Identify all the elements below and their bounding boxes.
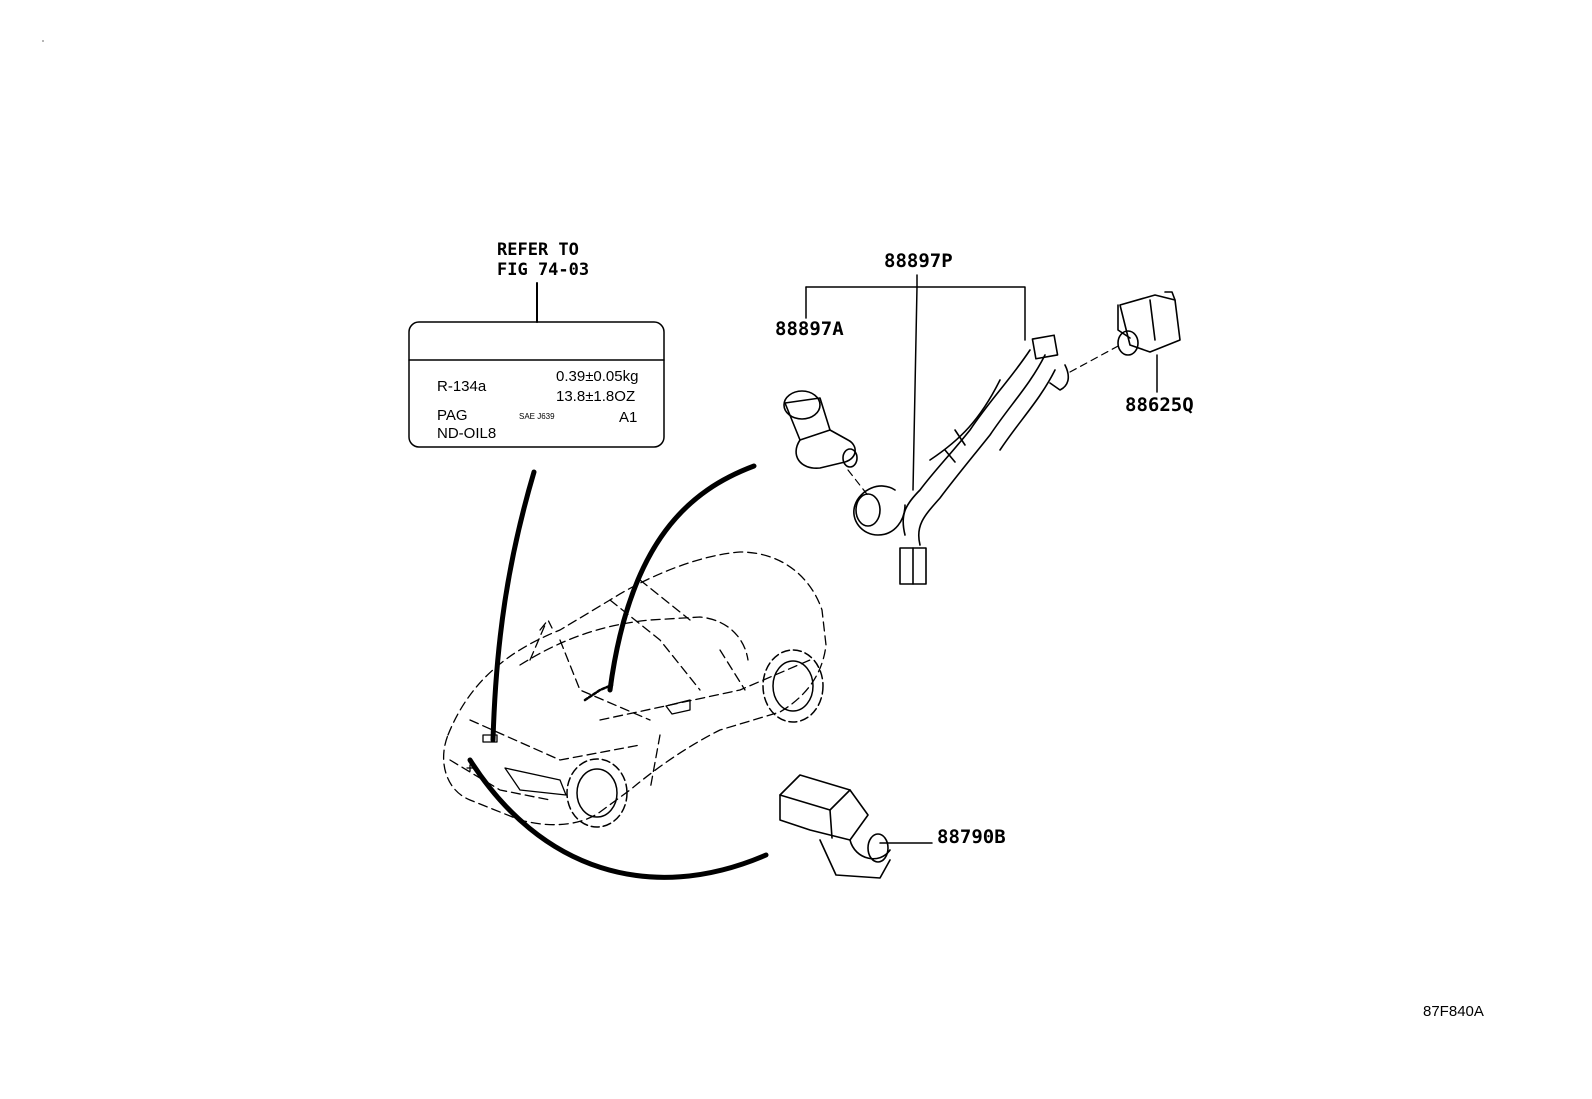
label-refrigerant: R-134a <box>437 378 487 395</box>
figure-code: 87F840A <box>1423 1003 1484 1020</box>
label-oil-name: ND-OIL8 <box>437 425 497 442</box>
callout-88897P[interactable]: 88897P <box>884 250 953 272</box>
callout-leader-lines <box>805 274 1158 844</box>
ac-label-plate <box>408 321 665 448</box>
callout-88897A[interactable]: 88897A <box>775 318 844 340</box>
label-standard: SAE J639 <box>519 412 555 421</box>
sensor-88897A <box>783 390 858 469</box>
wire-harness-88897P <box>853 334 1070 585</box>
label-charge-kg: 0.39±0.05kg <box>556 368 639 385</box>
label-charge-oz: 13.8±1.8OZ <box>556 388 636 405</box>
car-details <box>466 683 691 796</box>
car-wheels <box>566 649 824 828</box>
label-code: A1 <box>619 409 638 426</box>
car-outline <box>442 551 827 826</box>
sensor-88790B <box>779 774 891 879</box>
callout-88625Q[interactable]: 88625Q <box>1125 394 1194 416</box>
sensor-88625Q <box>1117 291 1181 356</box>
detail-arcs <box>467 463 769 880</box>
dashed-connectors <box>847 344 1121 499</box>
scan-dot <box>42 40 44 42</box>
reference-note-line1: REFER TO <box>497 240 579 260</box>
callout-88790B[interactable]: 88790B <box>937 826 1006 848</box>
reference-note-line2: FIG 74-03 <box>497 260 590 280</box>
label-oil-type: PAG <box>437 407 468 424</box>
